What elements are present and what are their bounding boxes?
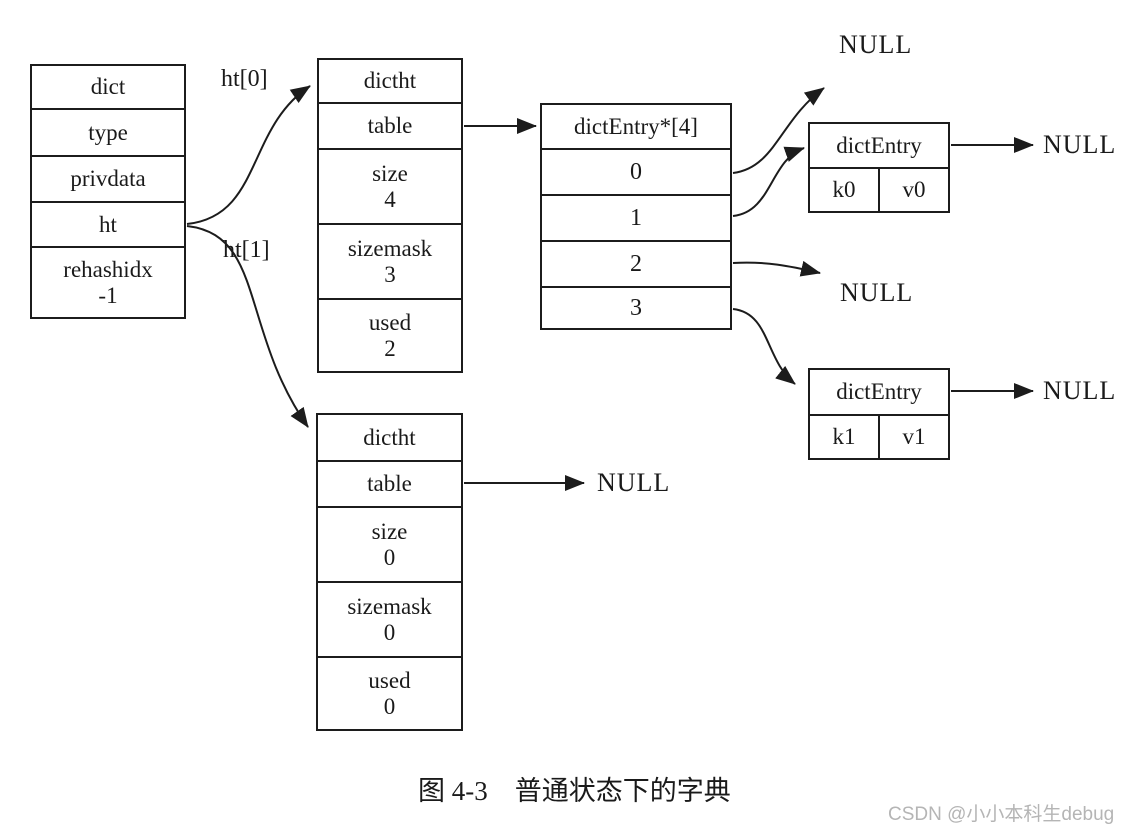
dict-box: dict type privdata ht rehashidx -1 — [30, 64, 186, 319]
dictht1-row-sizemask: sizemask 0 — [318, 581, 461, 656]
bucket-slot-0: 0 — [542, 148, 730, 194]
figure-caption: 图 4-3 普通状态下的字典 — [418, 776, 731, 806]
sizemask-value: 3 — [384, 261, 396, 287]
bucket-array-header: dictEntry*[4] — [574, 113, 698, 139]
used-value: 2 — [384, 335, 396, 361]
dictht1-row-used: used 0 — [318, 656, 461, 729]
bucket-slot-2: 2 — [542, 240, 730, 286]
entry0-kv-row: k0 v0 — [810, 167, 948, 211]
dict-row-ht: ht — [32, 201, 184, 246]
rehashidx-value: -1 — [98, 282, 118, 308]
sizemask-name: sizemask — [347, 235, 433, 261]
ht1-pointer-label: ht[1] — [223, 237, 270, 263]
entry0-box: dictEntry k0 v0 — [808, 122, 950, 213]
dict-row-type: type — [32, 108, 184, 155]
null-label-ht1-table: NULL — [597, 468, 671, 497]
dictht0-header: dictht — [363, 68, 417, 94]
dictht1-box: dictht table size 0 sizemask 0 used 0 — [316, 413, 463, 731]
dictht1-row-size: size 0 — [318, 506, 461, 581]
size-value: 4 — [384, 186, 396, 212]
entry0-value: v0 — [878, 169, 948, 211]
dictht1-header: dictht — [363, 424, 416, 450]
watermark: CSDN @小小本科生debug — [888, 804, 1115, 825]
entry1-key: k1 — [832, 424, 856, 449]
size-value: 0 — [383, 544, 396, 570]
dictht0-row-used: used 2 — [319, 298, 461, 371]
null-label-top: NULL — [839, 30, 913, 59]
sizemask-value: 0 — [383, 619, 396, 645]
null-label-entry0-next: NULL — [1043, 130, 1117, 159]
size-name: size — [372, 160, 408, 186]
arrow-slot1-to-entry0 — [732, 146, 805, 217]
dictht0-row-table: table — [319, 102, 461, 148]
ht0-pointer-label: ht[0] — [221, 66, 268, 92]
entry1-box: dictEntry k1 v1 — [808, 368, 950, 460]
entry0-header: dictEntry — [836, 132, 922, 158]
bucket-slot-3: 3 — [542, 286, 730, 328]
dict-box-header: dict — [90, 74, 126, 100]
arrow-slot3-to-entry1 — [732, 308, 796, 385]
used-name: used — [368, 667, 411, 693]
used-name: used — [368, 309, 412, 335]
sizemask-name: sizemask — [347, 593, 432, 619]
dictht0-row-size: size 4 — [319, 148, 461, 223]
dictht1-row-table: table — [318, 460, 461, 506]
bucket-array-box: dictEntry*[4] 0 1 2 3 — [540, 103, 732, 330]
bucket-slot-1: 1 — [542, 194, 730, 240]
size-name: size — [371, 518, 408, 544]
dict-row-rehashidx: rehashidx -1 — [32, 246, 184, 317]
entry1-value: v1 — [878, 416, 948, 458]
dict-row-privdata: privdata — [32, 155, 184, 201]
null-label-entry1-next: NULL — [1043, 376, 1117, 405]
dictht0-row-sizemask: sizemask 3 — [319, 223, 461, 298]
arrow-ht0-to-dictht0 — [186, 85, 311, 225]
arrow-slot2-to-null — [732, 260, 821, 277]
entry0-key: k0 — [832, 177, 856, 202]
null-label-slot2: NULL — [840, 278, 914, 307]
dictht0-box: dictht table size 4 sizemask 3 used 2 — [317, 58, 463, 373]
rehashidx-name: rehashidx — [63, 256, 153, 282]
used-value: 0 — [383, 693, 396, 719]
entry1-header: dictEntry — [836, 379, 922, 405]
entry1-kv-row: k1 v1 — [810, 414, 948, 458]
